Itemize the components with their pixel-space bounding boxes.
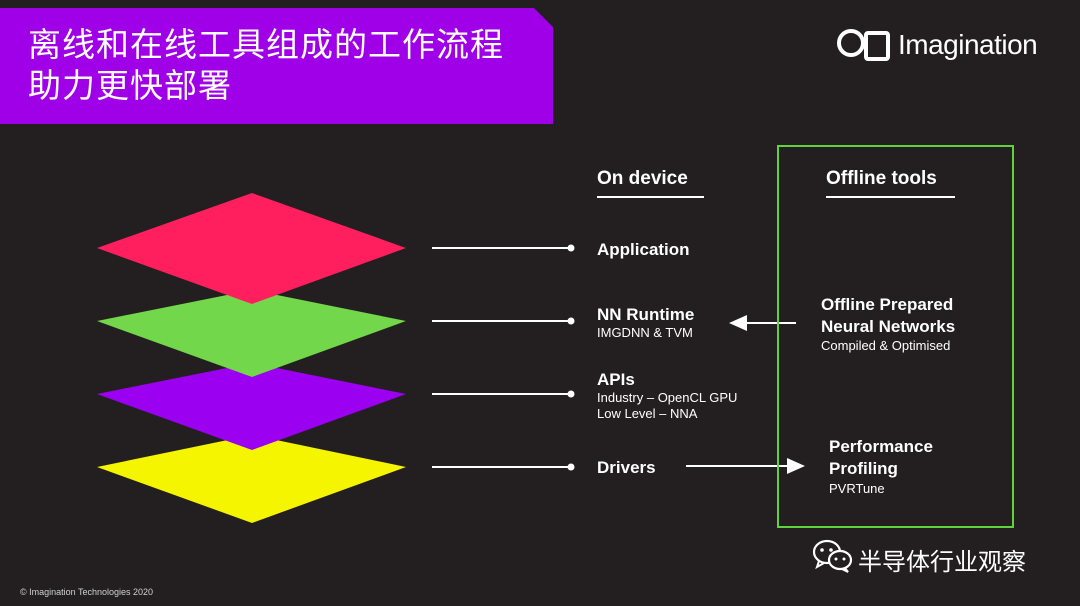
label-performance-profiling-sub: PVRTune — [829, 481, 885, 496]
label-drivers: Drivers — [597, 458, 656, 477]
connector-nn-runtime — [432, 317, 575, 325]
label-performance-profiling-line-2: Profiling — [829, 459, 898, 478]
title-line-1: 离线和在线工具组成的工作流程 — [28, 25, 504, 64]
label-offline-prepared: Offline Prepared Neural Networks — [821, 294, 955, 338]
logo-text: Imagination — [898, 29, 1038, 60]
title-banner — [0, 8, 553, 124]
label-application: Application — [597, 240, 690, 259]
label-offline-prepared-line-2: Neural Networks — [821, 317, 956, 336]
label-apis: APIs — [597, 370, 635, 389]
layer-drivers — [97, 435, 406, 523]
label-nn-runtime: NN Runtime — [597, 305, 695, 324]
heading-on-device: On device — [597, 168, 704, 198]
imagination-logo-icon — [837, 29, 890, 61]
label-apis-sub-2: Low Level – NNA — [597, 406, 698, 421]
heading-offline-tools: Offline tools — [826, 168, 955, 198]
connector-drivers — [432, 463, 575, 471]
layer-nn-runtime — [97, 290, 406, 377]
label-performance-profiling-line-1: Performance — [829, 437, 933, 456]
label-nn-runtime-sub: IMGDNN & TVM — [597, 325, 693, 340]
label-offline-prepared-sub: Compiled & Optimised — [821, 338, 951, 353]
wechat-icon — [812, 539, 853, 573]
label-apis-sub-1: Industry – OpenCL GPU — [597, 390, 738, 405]
offline-tools-box — [777, 145, 1014, 528]
title-line-2: 助力更快部署 — [28, 66, 232, 105]
label-offline-prepared-line-1: Offline Prepared — [821, 295, 954, 314]
watermark-text: 半导体行业观察 — [858, 548, 1026, 576]
watermark: 半导体行业观察 — [812, 538, 1026, 578]
label-performance-profiling: Performance Profiling — [829, 436, 933, 480]
connector-application — [432, 244, 575, 252]
connector-apis — [432, 390, 575, 398]
layer-apis — [97, 363, 406, 450]
layer-application — [97, 193, 406, 304]
copyright-footer: © Imagination Technologies 2020 — [20, 587, 154, 597]
imagination-logo: Imagination — [836, 25, 1061, 70]
page-title: 离线和在线工具组成的工作流程 助力更快部署 — [28, 24, 504, 106]
